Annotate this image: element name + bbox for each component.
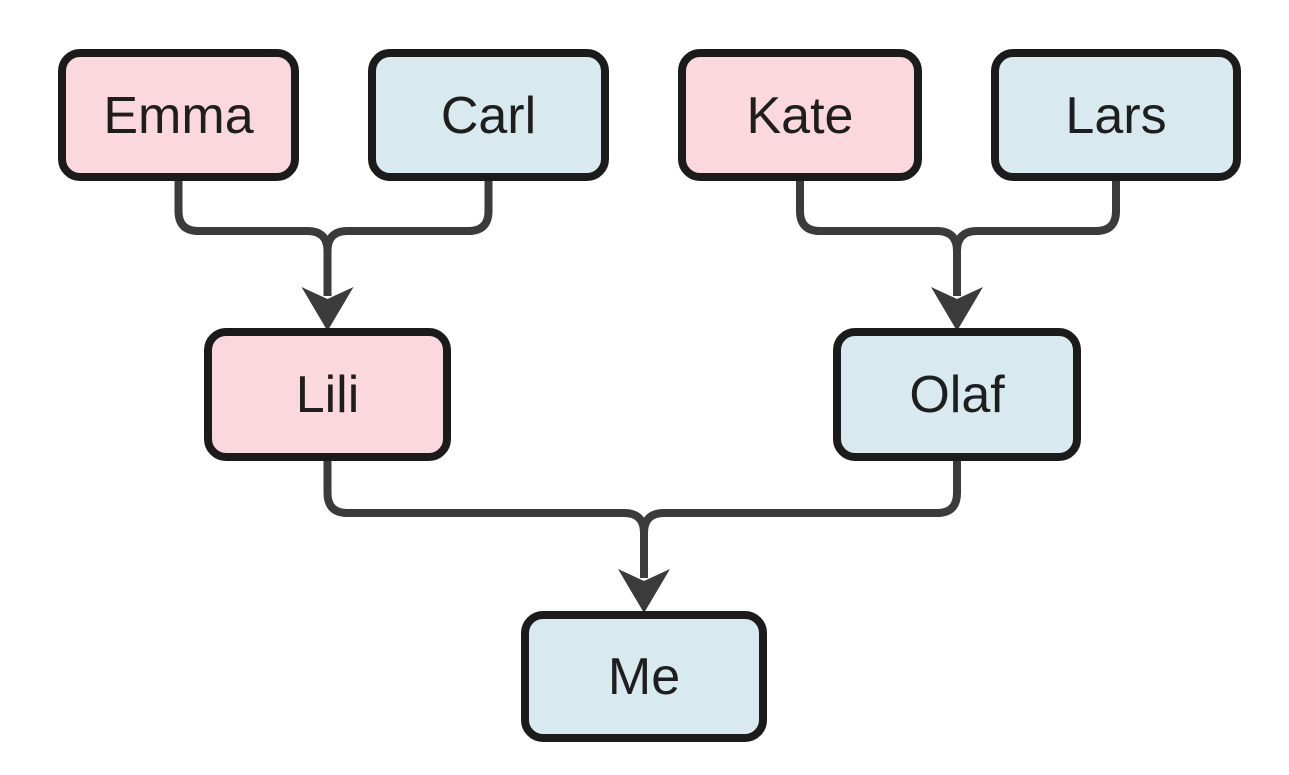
edge-lars-to-olaf: [953, 177, 1120, 252]
edge-olaf-to-me: [640, 457, 961, 534]
node-olaf-label: Olaf: [909, 366, 1005, 424]
node-emma: Emma: [58, 49, 299, 181]
node-emma-label: Emma: [103, 87, 253, 145]
node-olaf: Olaf: [833, 328, 1081, 461]
node-kate: Kate: [678, 49, 922, 181]
node-lili-label: Lili: [296, 366, 360, 424]
node-emma-box: [58, 49, 299, 181]
arrowhead-into-olaf: [931, 287, 983, 331]
node-kate-box: [678, 49, 922, 181]
node-kate-label: Kate: [747, 87, 854, 145]
node-lars-label: Lars: [1065, 87, 1166, 145]
edge-emma-to-lili: [174, 177, 332, 252]
edge-lili-to-me: [323, 457, 648, 534]
arrowhead-into-lili: [301, 287, 354, 331]
edge-layer: [174, 177, 1120, 613]
node-me-box: [521, 611, 767, 742]
node-lars: Lars: [991, 49, 1241, 181]
edge-kate-to-olaf: [796, 177, 961, 252]
node-lili: Lili: [204, 328, 451, 461]
node-me: Me: [521, 611, 767, 742]
node-lili-box: [204, 328, 451, 461]
node-olaf-box: [833, 328, 1081, 461]
node-carl: Carl: [368, 49, 609, 181]
arrowhead-into-me: [618, 569, 670, 613]
edge-carl-to-lili: [323, 177, 493, 252]
node-carl-label: Carl: [441, 87, 536, 145]
node-me-label: Me: [608, 648, 680, 706]
node-lars-box: [991, 49, 1241, 181]
node-carl-box: [368, 49, 609, 181]
